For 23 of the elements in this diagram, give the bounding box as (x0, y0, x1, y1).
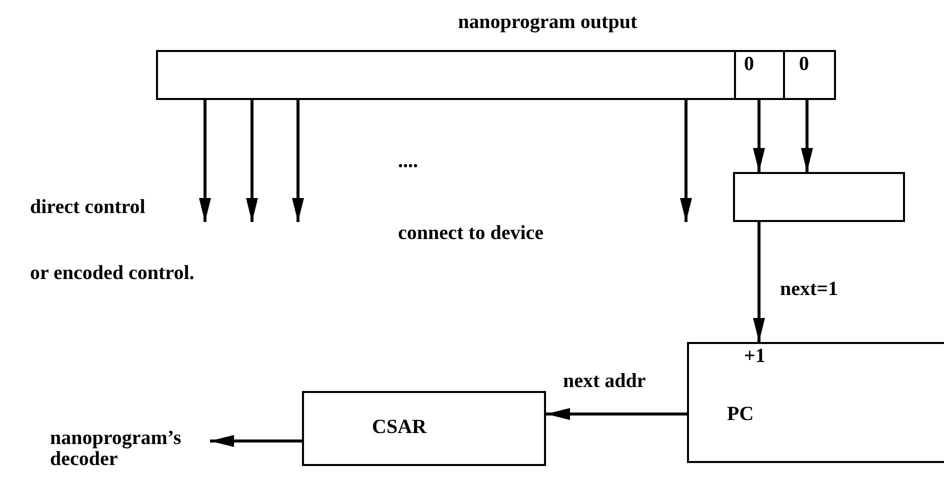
increment-label: +1 (744, 346, 766, 367)
arrow (753, 98, 765, 172)
register-box (302, 391, 546, 466)
node-label: 0 (799, 54, 809, 75)
arrow (680, 100, 692, 222)
node-label: CSAR (372, 417, 426, 438)
arrow (753, 222, 765, 342)
arrow (210, 435, 302, 447)
arrow (801, 98, 813, 172)
register-box (687, 342, 944, 463)
arrow (199, 100, 211, 222)
ellipsis: .... (398, 150, 418, 173)
node-label: PC (727, 404, 754, 425)
note-text: direct control (30, 196, 146, 219)
empty-register-box (733, 172, 905, 222)
note-text: or encoded control. (30, 262, 194, 285)
arrow (246, 100, 258, 222)
arrow (292, 100, 304, 222)
note-text: connect to device (398, 222, 544, 245)
arrow (546, 408, 687, 420)
node-label: 0 (744, 54, 754, 75)
node-label: nanoprogram’s decoder (50, 428, 182, 470)
register-heading: nanoprogram output (458, 12, 638, 33)
